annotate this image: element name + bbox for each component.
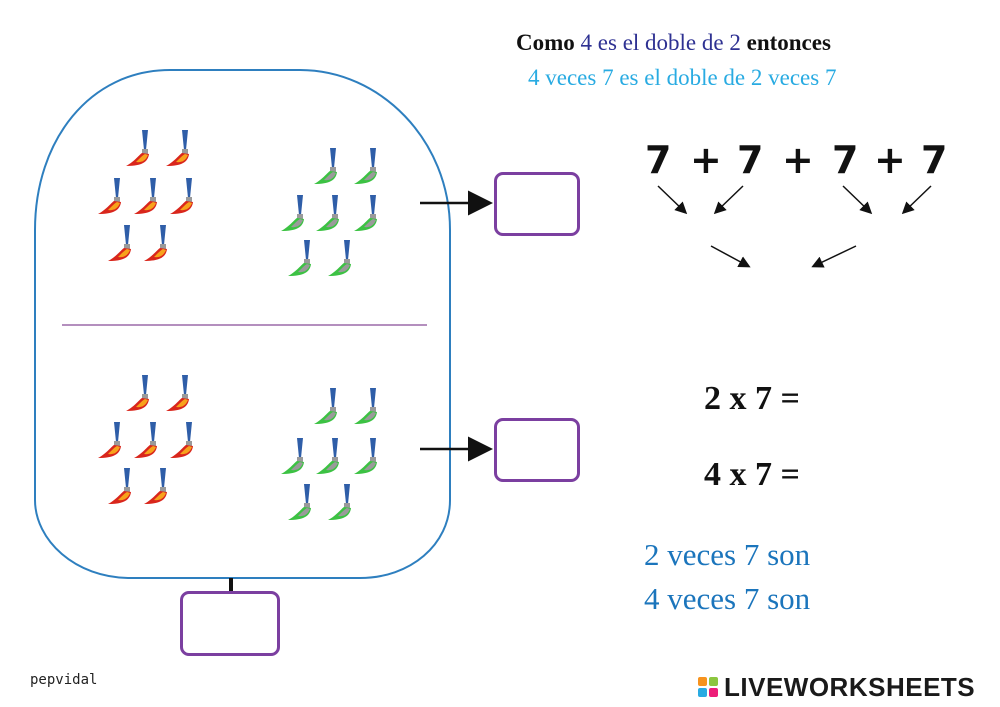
answer-box-total[interactable]	[180, 591, 280, 656]
answer-box-top[interactable]	[494, 172, 580, 236]
paintbrush-icon	[354, 438, 377, 474]
paintbrush-icon	[281, 195, 304, 231]
equation-2x7: 2 x 7 =	[704, 380, 800, 417]
paintbrush-icon	[98, 422, 121, 458]
paintbrush-icon	[144, 468, 167, 504]
heading-word-como: Como	[516, 30, 581, 55]
sum-plus-2: +	[782, 138, 814, 182]
paintbrush-icon	[134, 422, 157, 458]
paintbrush-icon	[354, 195, 377, 231]
sum-term-2: 7	[737, 138, 764, 182]
paintbrush-icon	[314, 148, 337, 184]
heading-word-entonces: entonces	[740, 30, 831, 55]
red-brush-group-top	[98, 130, 193, 261]
green-brush-group-bottom	[281, 388, 377, 520]
paintbrush-icon	[170, 422, 193, 458]
paintbrush-icon	[288, 484, 311, 520]
paintbrush-icon	[134, 178, 157, 214]
heading-line-2: 4 veces 7 es el doble de 2 veces 7	[528, 65, 837, 90]
answer-box-bottom[interactable]	[494, 418, 580, 482]
paintbrush-icon	[328, 484, 351, 520]
liveworksheets-logo-icon	[698, 677, 720, 699]
paintbrush-icon	[126, 375, 149, 411]
heading-phrase-doble: 4 es el doble de 2	[580, 30, 741, 55]
sum-plus-3: +	[874, 138, 906, 182]
group-frame	[34, 69, 451, 579]
phrase-4-veces-7: 4 veces 7 son	[644, 581, 811, 616]
author-signature: pepvidal	[30, 672, 98, 688]
sum-arrows	[657, 185, 932, 268]
paintbrush-icon	[354, 148, 377, 184]
paintbrush-icon	[144, 225, 167, 261]
paintbrush-icon	[328, 240, 351, 276]
paintbrush-icon	[288, 240, 311, 276]
sum-term-3: 7	[832, 138, 859, 182]
brand-name: LIVEWORKSHEETS	[724, 672, 976, 702]
paintbrush-icon	[166, 130, 189, 166]
green-brush-group-top	[281, 148, 377, 276]
sum-term-4: 7	[921, 138, 948, 182]
paintbrush-icon	[316, 195, 339, 231]
paintbrush-icon	[108, 468, 131, 504]
paintbrush-icon	[126, 130, 149, 166]
paintbrush-icon	[316, 438, 339, 474]
paintbrush-icon	[166, 375, 189, 411]
brand-logo: LIVEWORKSHEETS	[698, 672, 975, 703]
equation-4x7: 4 x 7 =	[704, 456, 800, 493]
phrase-2-veces-7: 2 veces 7 son	[644, 537, 811, 572]
sum-plus-1: +	[690, 138, 722, 182]
paintbrush-icon	[354, 388, 377, 424]
paintbrush-icon	[108, 225, 131, 261]
sum-term-1: 7	[645, 138, 672, 182]
paintbrush-icon	[281, 438, 304, 474]
paintbrush-icon	[314, 388, 337, 424]
paintbrush-icon	[170, 178, 193, 214]
red-brush-group-bottom	[98, 375, 193, 504]
paintbrush-icon	[98, 178, 121, 214]
